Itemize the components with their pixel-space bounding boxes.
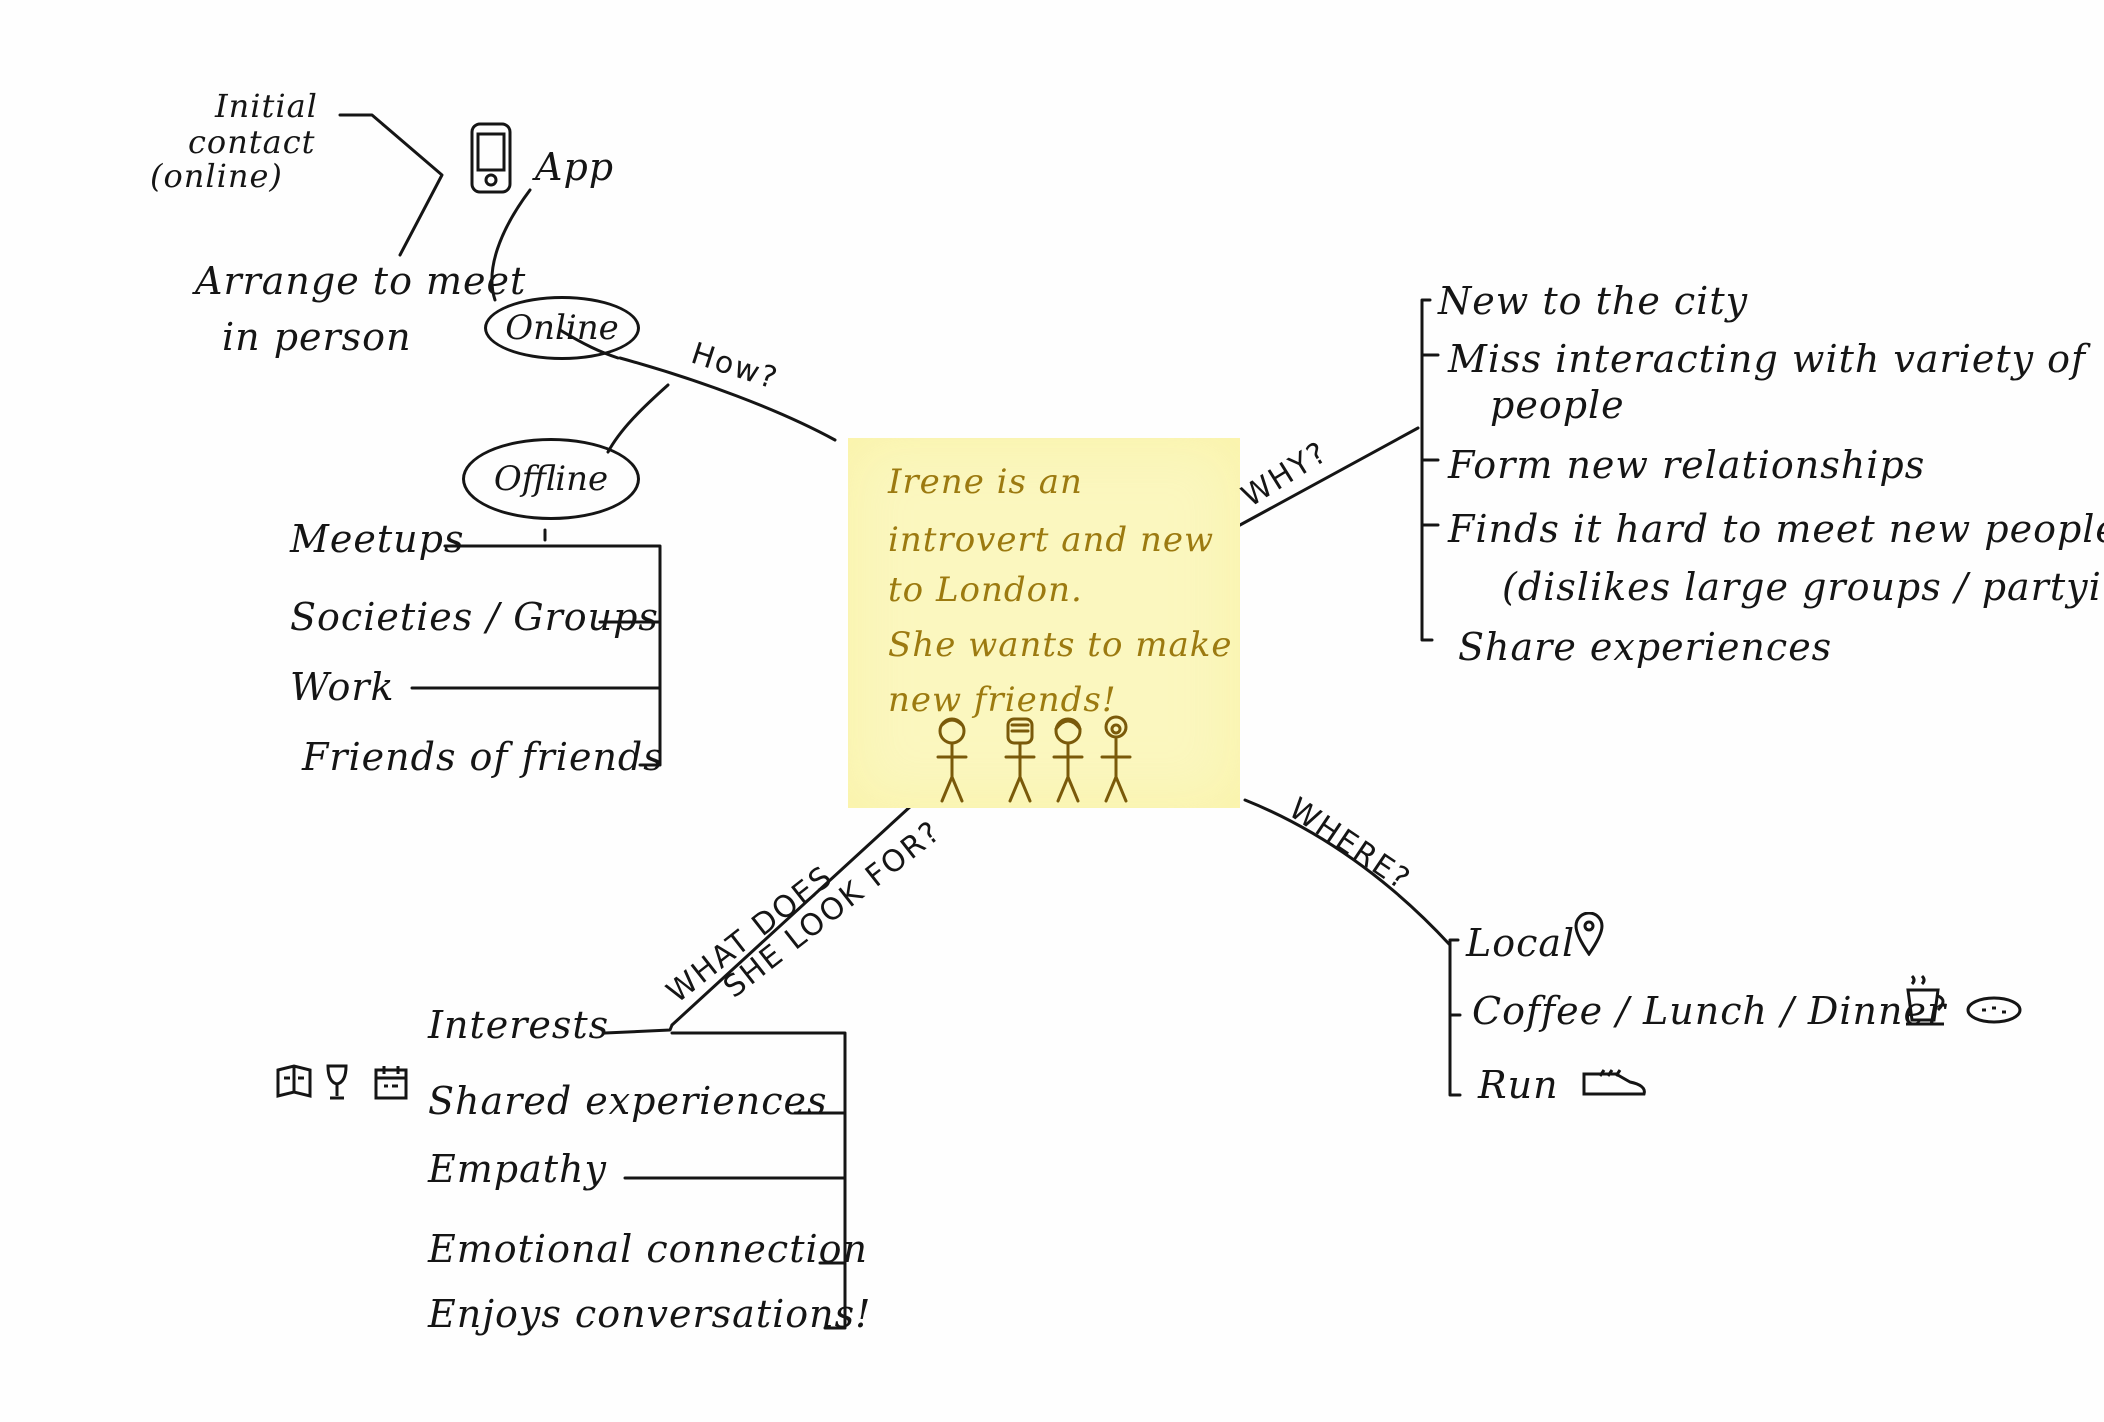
wine-glass-icon <box>326 1064 348 1100</box>
initial-contact-line-2: contact <box>188 123 316 161</box>
note-line-2: introvert and new <box>888 520 1215 560</box>
note-line-3: to London. <box>888 570 1083 610</box>
why-item-2: Miss interacting with variety of <box>1448 337 2087 381</box>
offline-item-meetups: Meetups <box>290 517 465 561</box>
why-item-4: Finds it hard to meet new people <box>1448 507 2104 551</box>
why-item-1: New to the city <box>1438 279 1749 323</box>
where-bracket <box>1448 938 1462 1097</box>
app-to-initial-bracket <box>338 113 444 257</box>
why-item-4-cont: (dislikes large groups / partying) <box>1502 565 2104 609</box>
online-oval: Online <box>484 296 640 360</box>
note-line-4: She wants to make <box>888 625 1233 665</box>
stick-figure-icon <box>936 717 968 803</box>
why-item-2-cont: people <box>1490 383 1625 427</box>
online-to-app-line <box>490 188 532 302</box>
stick-figures-icon <box>936 715 1132 803</box>
arrange-line-2: in person <box>222 315 412 359</box>
phone-icon <box>470 122 512 194</box>
offline-bracket <box>410 528 662 767</box>
where-branch-line <box>1243 798 1452 947</box>
what-branch-line <box>670 803 914 1027</box>
offline-item-societies: Societies / Groups <box>290 595 659 639</box>
offline-item-work: Work <box>290 665 395 709</box>
note-line-5: new friends! <box>888 680 1117 720</box>
coffee-cup-icon <box>1906 974 2022 1026</box>
how-branch-line <box>618 356 837 442</box>
where-item-local: Local <box>1466 921 1576 965</box>
note-line-1: Irene is an <box>888 462 1083 502</box>
offline-oval: Offline <box>462 438 640 520</box>
what-item-interests: Interests <box>428 1003 610 1047</box>
what-bracket <box>603 1023 847 1330</box>
why-bracket <box>1420 298 1440 642</box>
app-label: App <box>535 145 615 189</box>
initial-contact-line-1: Initial <box>215 87 318 125</box>
running-shoe-icon <box>1582 1069 1646 1096</box>
what-item-conversations: Enjoys conversations! <box>428 1292 872 1336</box>
why-item-3: Form new relationships <box>1448 443 1926 487</box>
what-item-emotional: Emotional connection <box>428 1227 868 1271</box>
center-sticky-note <box>848 438 1240 808</box>
calendar-icon <box>374 1066 408 1100</box>
stick-figure-icon <box>1052 717 1084 803</box>
what-item-shared: Shared experiences <box>428 1079 828 1123</box>
why-branch-line <box>1238 426 1420 527</box>
initial-contact-line-3: (online) <box>150 157 283 195</box>
what-item-empathy: Empathy <box>428 1147 607 1191</box>
stick-figure-icon <box>1004 717 1036 803</box>
offline-to-how-line <box>606 383 670 454</box>
location-pin-icon <box>1574 912 1604 956</box>
stick-figure-icon <box>1100 715 1132 803</box>
activity-icons <box>276 1064 408 1100</box>
arrange-line-1: Arrange to meet <box>195 259 527 303</box>
where-item-coffee: Coffee / Lunch / Dinner <box>1472 989 1947 1033</box>
offline-item-friends: Friends of friends <box>302 735 664 779</box>
where-item-run: Run <box>1478 1063 1559 1107</box>
book-icon <box>276 1064 312 1098</box>
why-item-5: Share experiences <box>1458 625 1833 669</box>
